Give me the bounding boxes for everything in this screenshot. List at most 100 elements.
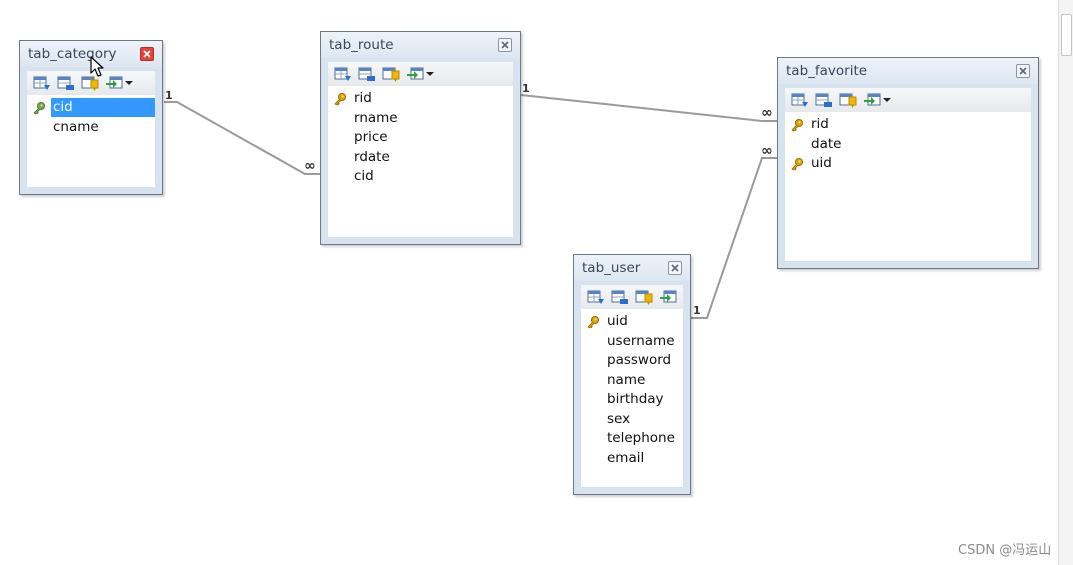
table-toolbar (785, 88, 1031, 112)
field-row[interactable]: uid (785, 154, 1031, 174)
scrollbar-thumb[interactable] (1061, 14, 1072, 56)
table-toolbar (328, 62, 513, 86)
close-table-button[interactable] (1016, 64, 1030, 78)
dropdown-arrow-icon[interactable] (125, 75, 133, 91)
relation-line[interactable] (164, 101, 320, 175)
field-row[interactable]: cname (27, 118, 155, 138)
key-slot (581, 332, 605, 352)
field-row[interactable]: email (581, 449, 683, 469)
close-table-button[interactable] (140, 47, 154, 61)
delete-field-icon[interactable] (815, 92, 833, 108)
insert-relation-icon[interactable] (863, 92, 881, 108)
primary-key-icon (33, 101, 45, 115)
delete-field-icon[interactable] (57, 75, 75, 91)
cardinality-many-label: ∞ (761, 105, 773, 121)
dropdown-arrow-icon[interactable] (426, 66, 434, 82)
cardinality-many-label: ∞ (761, 143, 773, 159)
add-field-icon[interactable] (587, 289, 605, 305)
field-row[interactable]: telephone (581, 429, 683, 449)
add-field-icon[interactable] (33, 75, 51, 91)
add-field-icon[interactable] (334, 66, 352, 82)
mouse-cursor-icon (90, 56, 104, 77)
table-title: tab_favorite (786, 63, 868, 79)
insert-relation-icon[interactable] (406, 66, 424, 82)
field-name: birthday (607, 391, 664, 408)
cardinality-one-label: 1 (522, 82, 530, 95)
edit-index-icon[interactable] (839, 92, 857, 108)
relation-line[interactable] (691, 157, 777, 319)
edit-index-icon[interactable] (81, 75, 99, 91)
delete-field-icon[interactable] (358, 66, 376, 82)
insert-relation-icon[interactable] (659, 289, 677, 305)
field-name: name (607, 371, 646, 388)
field-row[interactable]: price (328, 128, 513, 148)
field-name: rdate (354, 148, 390, 165)
table-title: tab_route (329, 37, 394, 53)
table-header[interactable]: tab_favorite (778, 58, 1038, 84)
key-slot (785, 115, 809, 135)
field-row[interactable]: name (581, 371, 683, 391)
primary-key-icon (791, 157, 803, 171)
field-row[interactable]: username (581, 332, 683, 352)
delete-field-icon[interactable] (611, 289, 629, 305)
field-row[interactable]: rid (785, 115, 1031, 135)
key-slot (581, 429, 605, 449)
primary-key-icon (791, 118, 803, 132)
field-name: date (811, 135, 842, 152)
field-name: cid (51, 98, 155, 118)
field-name: password (607, 352, 672, 369)
key-slot (27, 118, 51, 138)
table-header[interactable]: tab_user (574, 255, 690, 281)
cardinality-one-label: 1 (693, 304, 701, 317)
key-slot (581, 351, 605, 371)
key-slot (328, 167, 352, 187)
relation-tab_category-tab_route[interactable]: 1∞ (164, 89, 320, 175)
table-toolbar (27, 71, 155, 95)
key-slot (785, 154, 809, 174)
field-row[interactable]: password (581, 351, 683, 371)
table-header[interactable]: tab_route (321, 32, 520, 58)
field-row[interactable]: rid (328, 89, 513, 109)
key-slot (785, 135, 809, 155)
edit-index-icon[interactable] (382, 66, 400, 82)
field-row[interactable]: uid (581, 312, 683, 332)
insert-relation-icon[interactable] (105, 75, 123, 91)
edit-index-icon[interactable] (635, 289, 653, 305)
table-toolbar (581, 285, 683, 309)
add-field-icon[interactable] (791, 92, 809, 108)
field-name: telephone (607, 430, 675, 447)
field-name: price (354, 129, 388, 146)
relation-line[interactable] (520, 94, 777, 122)
field-row[interactable]: rdate (328, 148, 513, 168)
close-table-button[interactable] (668, 261, 682, 275)
field-row[interactable]: cid (328, 167, 513, 187)
close-table-button[interactable] (498, 38, 512, 52)
key-slot (581, 371, 605, 391)
field-name: email (607, 449, 645, 466)
field-name: uid (811, 155, 832, 172)
field-row[interactable]: date (785, 135, 1031, 155)
field-name: uid (607, 313, 628, 330)
primary-key-icon (334, 92, 346, 106)
field-row[interactable]: cid (27, 98, 155, 118)
relation-tab_user-tab_favorite[interactable]: 1∞ (691, 143, 777, 319)
dropdown-arrow-icon[interactable] (883, 92, 891, 108)
field-row[interactable]: rname (328, 109, 513, 129)
field-row[interactable]: sex (581, 410, 683, 430)
vertical-scrollbar[interactable] (1058, 0, 1073, 565)
relation-tab_route-tab_favorite[interactable]: 1∞ (520, 82, 777, 122)
close-icon (143, 50, 151, 58)
cardinality-one-label: 1 (165, 89, 173, 102)
field-row[interactable]: birthday (581, 390, 683, 410)
close-icon (501, 41, 509, 49)
field-name: sex (607, 410, 631, 427)
